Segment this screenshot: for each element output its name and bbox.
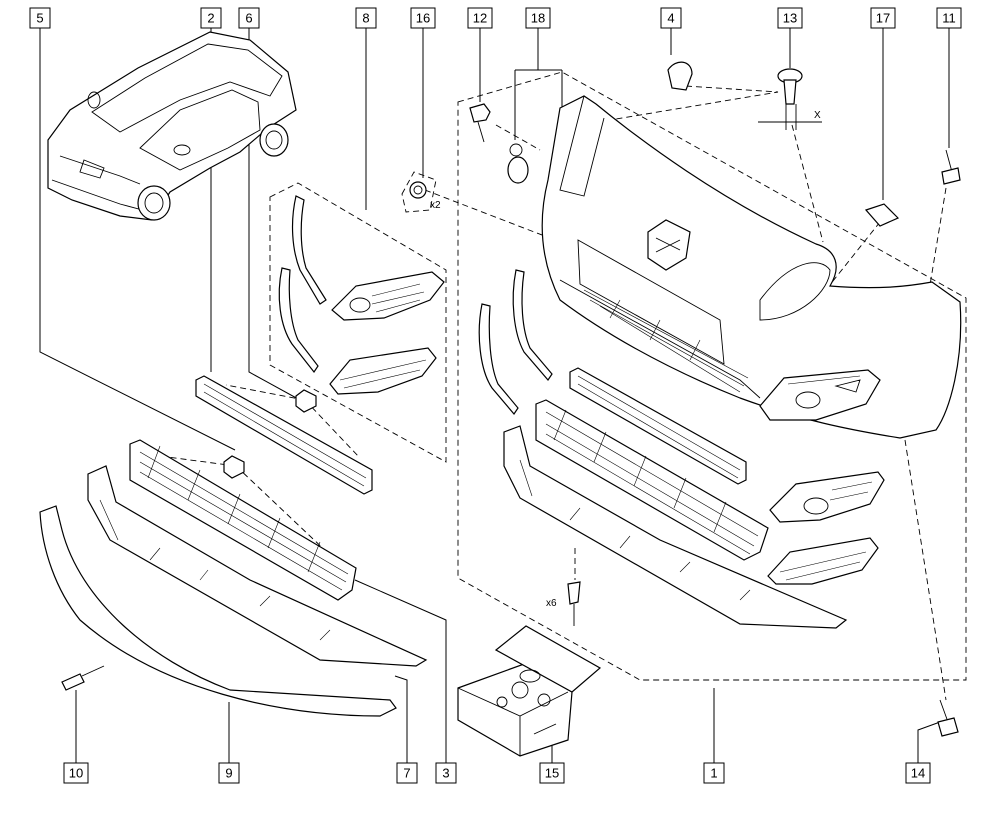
lower-spoiler: [87, 465, 428, 667]
push-pin-x6: x6: [546, 581, 581, 626]
svg-text:16: 16: [416, 11, 430, 26]
callout-6: 6: [238, 7, 260, 29]
svg-text:4: 4: [667, 11, 674, 26]
callout-9: 9: [218, 762, 240, 784]
fog-light-surround-right-group: [478, 269, 885, 585]
callout-12: 12: [467, 7, 493, 29]
chrome-trim-strip: [195, 375, 373, 495]
svg-text:6: 6: [245, 11, 252, 26]
lower-grille: [129, 439, 357, 601]
bolt-14: [937, 699, 959, 737]
svg-text:17: 17: [876, 11, 890, 26]
x-dimension-label: X: [814, 110, 821, 121]
callout-16: 16: [410, 7, 436, 29]
svg-text:12: 12: [473, 11, 487, 26]
callout-2: 2: [200, 7, 222, 29]
lower-blade: [39, 505, 397, 717]
callout-3: 3: [435, 762, 457, 784]
svg-text:10: 10: [69, 766, 83, 781]
lower-spoiler-right: [503, 425, 848, 629]
cap-18: [507, 143, 529, 184]
svg-text:2: 2: [207, 11, 214, 26]
svg-text:11: 11: [942, 11, 956, 26]
callout-17: 17: [870, 7, 896, 29]
x2-label: x2: [430, 200, 441, 211]
callout-15: 15: [539, 762, 565, 784]
callout-10: 10: [63, 762, 89, 784]
plug-4: [667, 61, 693, 91]
x6-label: x6: [546, 598, 557, 609]
callout-5: 5: [29, 7, 51, 29]
bracket-17: [864, 203, 900, 227]
svg-text:9: 9: [225, 766, 232, 781]
svg-text:3: 3: [442, 766, 449, 781]
svg-text:7: 7: [403, 766, 410, 781]
callout-1: 1: [703, 762, 725, 784]
callout-8: 8: [355, 7, 377, 29]
rivet-10: [61, 665, 105, 691]
svg-text:1: 1: [710, 766, 717, 781]
lower-grille-right: [535, 399, 769, 561]
callout-14: 14: [905, 762, 931, 784]
bolt-12: [469, 103, 491, 143]
callout-7: 7: [396, 762, 418, 784]
svg-text:5: 5: [36, 11, 43, 26]
svg-text:15: 15: [545, 766, 559, 781]
car-thumbnail: [47, 31, 297, 221]
front-bumper-cover: [541, 95, 962, 439]
svg-text:14: 14: [911, 766, 925, 781]
callout-13: 13: [777, 7, 803, 29]
chrome-trim-strip-right: [569, 367, 747, 485]
bushing-16: x2: [401, 171, 441, 213]
svg-text:18: 18: [531, 11, 545, 26]
screw-13: X: [758, 68, 822, 130]
bolt-11: [941, 149, 961, 185]
svg-text:13: 13: [783, 11, 797, 26]
callout-18: 18: [525, 7, 551, 29]
fastener-kit-box: [457, 625, 602, 757]
clip-fastener-6: [223, 389, 317, 479]
callout-4: 4: [660, 7, 682, 29]
svg-text:8: 8: [362, 11, 369, 26]
fog-light-surround-left-group: [278, 195, 445, 395]
callout-11: 11: [936, 7, 962, 29]
